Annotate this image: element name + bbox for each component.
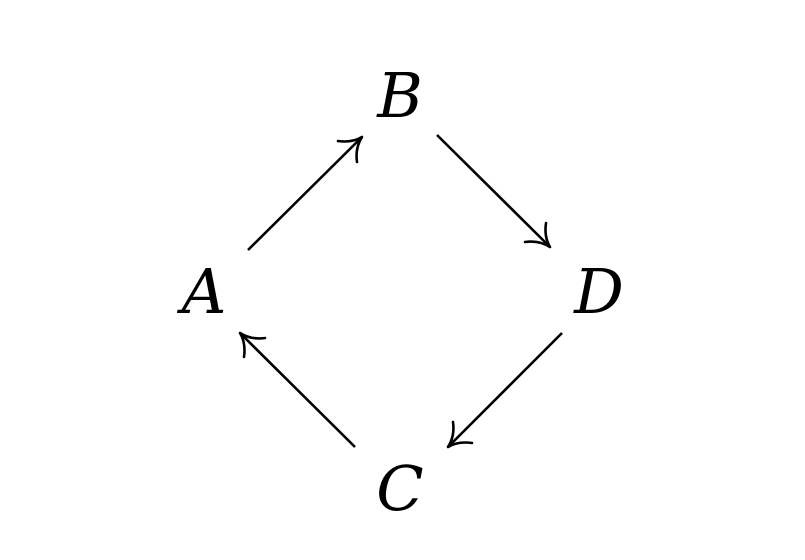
- arrow-b-to-d: [436, 134, 552, 249]
- arrow-c-to-a: [238, 331, 356, 448]
- arrow-d-to-c: [446, 332, 563, 449]
- node-label-a: A: [177, 255, 227, 328]
- node-label-b: B: [376, 59, 423, 132]
- node-label-c: C: [376, 452, 423, 525]
- node-label-d: D: [573, 255, 624, 328]
- arrow-a-to-b: [247, 135, 364, 251]
